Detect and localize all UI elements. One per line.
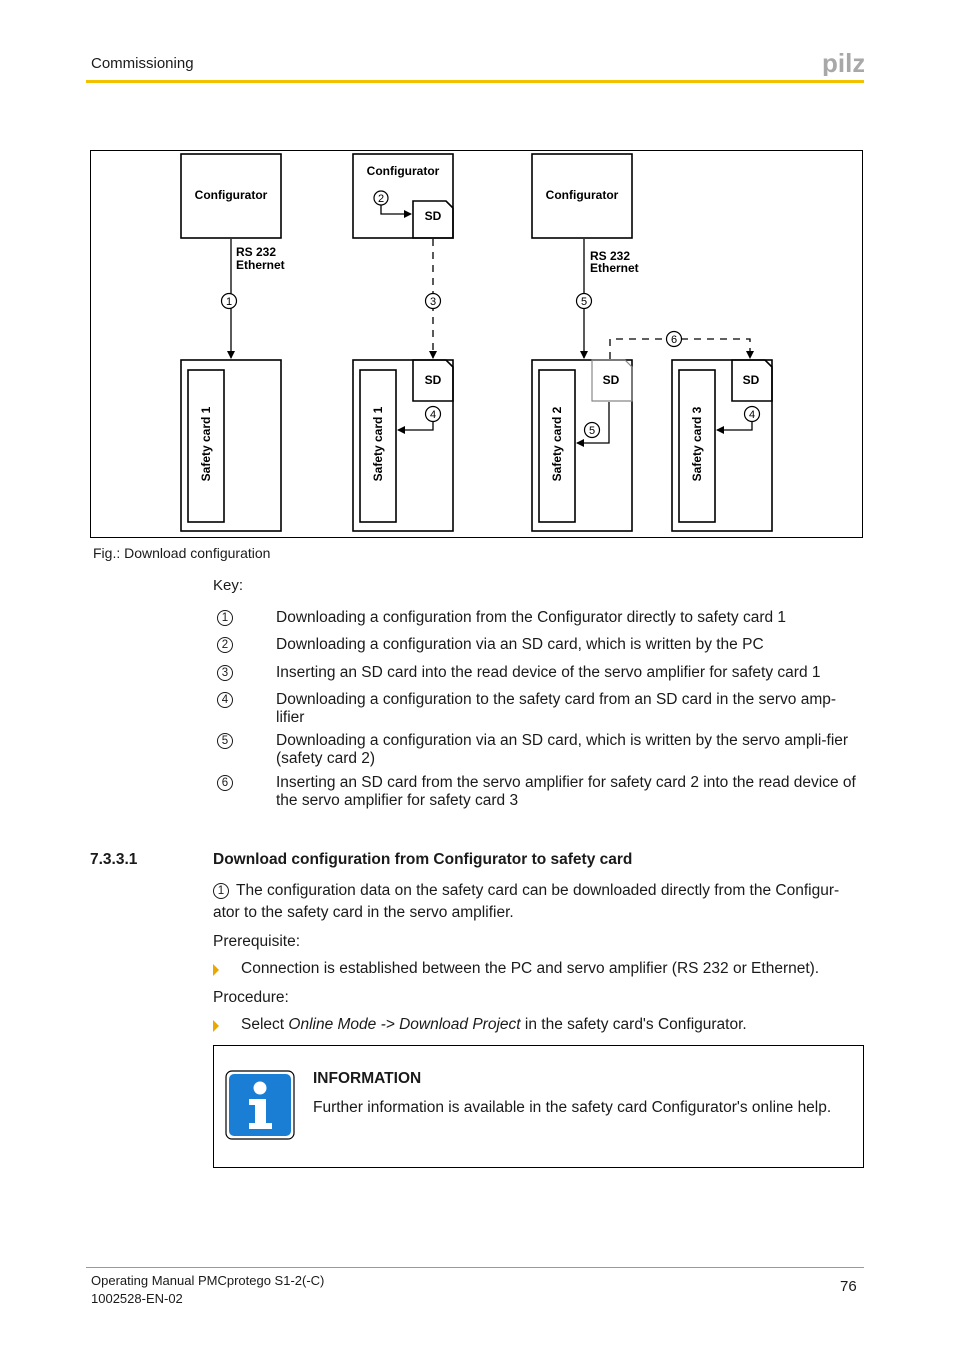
svg-text:pilz: pilz (822, 50, 864, 76)
figure-diagram: 1 2 3 4 4 5 5 6 Configurator Configurato… (180, 153, 773, 532)
marker-4a: 4 (430, 409, 436, 421)
safety-card-2-slot (538, 369, 576, 523)
page-header-title: Commissioning (91, 55, 194, 72)
procedure-label: Procedure: (213, 989, 289, 1006)
section-title: Download configuration from Configurator… (213, 851, 633, 868)
pilz-logo: pilz (822, 50, 864, 76)
intro-text: The configuration data on the safety car… (213, 882, 840, 921)
servo-amplifier-box-1 (180, 359, 282, 532)
safety-card-label-2: Safety card 2 (550, 406, 564, 481)
safety-card-label-3: Safety card 3 (690, 406, 704, 481)
footer-manual-title: Operating Manual PMCprotego S1-2(-C) (91, 1273, 325, 1288)
safety-card-label-1b: Safety card 1 (371, 406, 385, 481)
bullet-arrow-icon (213, 1020, 219, 1032)
sd-card-pc (412, 200, 454, 239)
safety-card-3-slot (678, 369, 716, 523)
sd-label-amp-2: SD (603, 373, 620, 387)
key-text: Inserting an SD card into the read devic… (276, 664, 821, 681)
link-label-1-line2: Ethernet (236, 258, 285, 272)
intro-marker: 1 (213, 883, 229, 899)
key-text: Downloading a configuration to the safet… (276, 691, 837, 726)
key-number: 1 (217, 610, 233, 626)
configurator-label-2: Configurator (367, 164, 440, 178)
sd-label-amp-3: SD (743, 373, 760, 387)
marker-2: 2 (378, 193, 384, 205)
sd-label-pc: SD (425, 209, 442, 223)
info-title: INFORMATION (313, 1070, 422, 1087)
safety-card-1b-slot (359, 369, 397, 523)
key-text: Downloading a configuration via an SD ca… (276, 636, 764, 653)
key-number: 5 (217, 733, 233, 749)
info-text: Further information is available in the … (313, 1099, 832, 1116)
prerequisite-label: Prerequisite: (213, 933, 301, 950)
servo-amplifier-box-4 (671, 359, 773, 532)
key-number: 3 (217, 665, 233, 681)
servo-amplifier-box-2 (352, 359, 454, 532)
configurator-box-3 (531, 153, 633, 239)
key-text: Inserting an SD card from the servo ampl… (276, 774, 856, 809)
header-rule (86, 80, 864, 83)
servo-amplifier-box-3 (531, 359, 633, 532)
key-number: 4 (217, 692, 233, 708)
page-number: 76 (840, 1278, 857, 1295)
configurator-label-1: Configurator (195, 188, 268, 202)
key-label: Key: (213, 577, 244, 594)
marker-1: 1 (226, 296, 232, 308)
key-text: Downloading a configuration from the Con… (276, 609, 787, 626)
safety-card-label-1: Safety card 1 (199, 406, 213, 481)
information-box: INFORMATION Further information is avail… (213, 1045, 864, 1168)
configurator-box-1 (180, 153, 282, 239)
marker-3: 3 (430, 296, 436, 308)
key-number: 2 (217, 637, 233, 653)
safety-card-1-slot (187, 369, 225, 523)
marker-5b: 5 (589, 425, 595, 437)
sd-card-amp-2 (591, 359, 633, 402)
download-configuration-figure: 1 2 3 4 4 5 5 6 Configurator Configurato… (90, 150, 863, 538)
sd-label-amp-1: SD (425, 373, 442, 387)
link-label-2-line1: RS 232 (590, 249, 630, 263)
marker-6: 6 (671, 334, 677, 346)
footer-rule (86, 1267, 864, 1268)
bullet-arrow-icon (213, 964, 219, 976)
procedure-menu-path: Online Mode -> Download Project (288, 1016, 521, 1033)
procedure-text: Select Online Mode -> Download Project i… (241, 1016, 747, 1033)
configurator-label-3: Configurator (546, 188, 619, 202)
key-text: Downloading a configuration via an SD ca… (276, 732, 849, 767)
configurator-box-2 (352, 153, 454, 239)
key-number: 6 (217, 775, 233, 791)
prerequisite-text: Connection is established between the PC… (241, 960, 820, 977)
marker-5a: 5 (581, 296, 587, 308)
sd-card-amp-3 (731, 359, 773, 402)
info-icon (225, 1070, 295, 1140)
section-number: 7.3.3.1 (90, 851, 138, 868)
link-label-1-line1: RS 232 (236, 245, 276, 259)
link-label-2-line2: Ethernet (590, 261, 639, 275)
section-intro: 1 The configuration data on the safety c… (213, 880, 863, 924)
figure-caption: Fig.: Download configuration (93, 545, 271, 561)
marker-4b: 4 (749, 409, 755, 421)
sd-card-amp-1 (412, 359, 454, 402)
footer-doc-number: 1002528-EN-02 (91, 1291, 183, 1306)
